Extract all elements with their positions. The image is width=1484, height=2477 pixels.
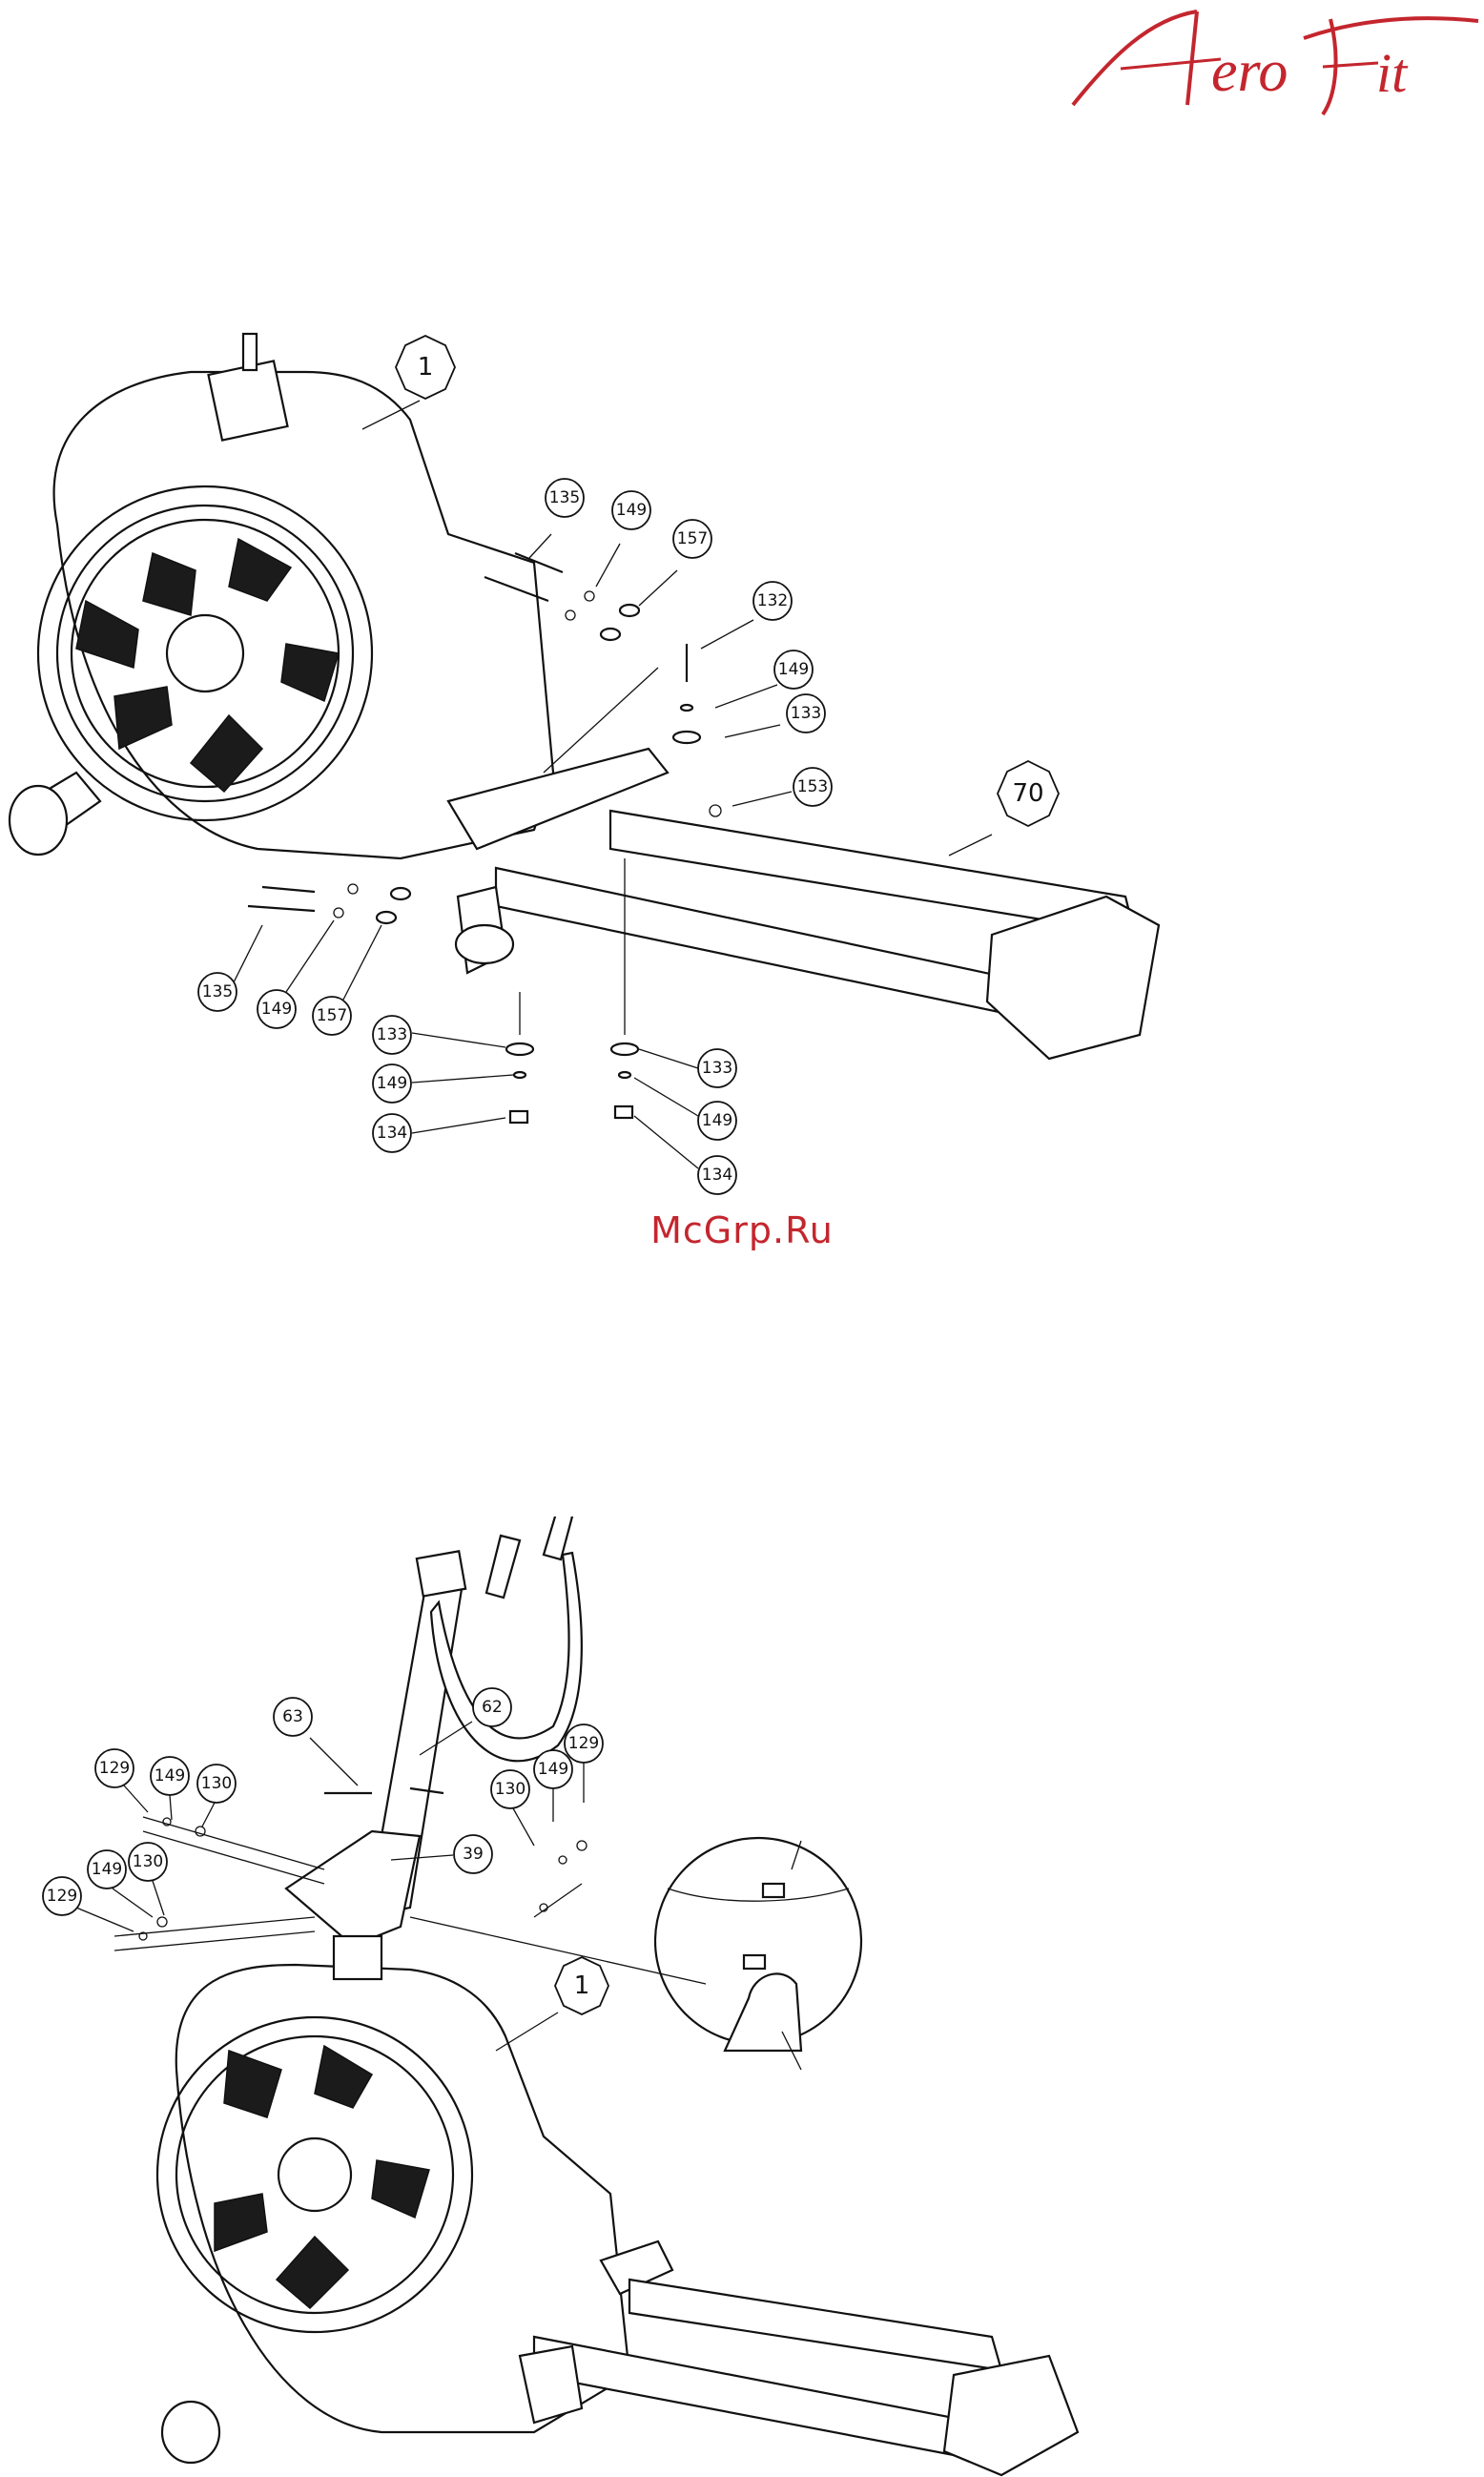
callout-text: 149 <box>155 1766 185 1786</box>
callout-133-bottom-right: 133 <box>639 1049 736 1087</box>
callout-132: 132 <box>701 582 792 649</box>
bottom-exploded-diagram: 63 62 39 129 149 130 <box>0 1517 1484 2477</box>
flywheel-housing <box>10 334 553 858</box>
callout-text: 134 <box>377 1124 407 1143</box>
callout-149-bottom-left: 149 <box>373 1064 513 1103</box>
callout-text: 149 <box>377 1074 407 1093</box>
callout-153: 153 <box>732 768 832 806</box>
callout-133-bottom-left: 133 <box>373 1016 505 1054</box>
callout-text: 149 <box>538 1760 568 1779</box>
callout-text: 133 <box>702 1059 732 1078</box>
callout-text: 153 <box>797 777 828 796</box>
callout-text: 1 <box>418 353 434 382</box>
callout-part-70: 70 <box>949 761 1059 856</box>
callout-text: 133 <box>791 704 821 723</box>
callout-text: 62 <box>482 1698 503 1717</box>
callout-text: 1 <box>574 1971 590 2000</box>
callout-149-a: 149 <box>151 1757 189 1820</box>
svg-text:it: it <box>1376 42 1409 104</box>
top-exploded-diagram: 1 70 135 149 157 132 <box>0 315 1484 1230</box>
svg-text:ero: ero <box>1211 39 1288 104</box>
aerofit-logo: ero it <box>1054 0 1484 134</box>
callout-text: 70 <box>1012 779 1043 808</box>
callout-text: 149 <box>616 501 647 520</box>
callout-149-top: 149 <box>596 491 650 587</box>
callout-129-b: 129 <box>43 1877 134 1931</box>
watermark-text: McGrp.Ru <box>0 1209 1484 1251</box>
callout-part-1-bottom: 1 <box>496 1957 608 2051</box>
callout-157-top: 157 <box>639 520 711 606</box>
callout-text: 157 <box>317 1006 347 1025</box>
callout-text: 129 <box>47 1887 77 1906</box>
callout-63: 63 <box>274 1698 358 1786</box>
callout-text: 129 <box>568 1734 599 1753</box>
callout-text: 129 <box>99 1759 130 1778</box>
callout-text: 130 <box>201 1774 232 1793</box>
callout-text: 149 <box>702 1111 732 1130</box>
callout-text: 157 <box>677 529 708 548</box>
callout-text: 133 <box>377 1025 407 1044</box>
handlebar-post <box>286 1517 582 1946</box>
callout-149-c: 149 <box>534 1750 572 1822</box>
callout-129-a: 129 <box>95 1749 148 1812</box>
callout-130-a: 130 <box>197 1765 236 1827</box>
callout-text: 130 <box>495 1780 526 1799</box>
callout-text: 149 <box>92 1860 122 1879</box>
callout-135-left: 135 <box>198 925 262 1011</box>
callout-text: 39 <box>463 1845 484 1864</box>
callout-text: 134 <box>702 1166 732 1185</box>
callout-text: 135 <box>549 488 580 507</box>
callout-text: 130 <box>133 1852 163 1871</box>
callout-text: 135 <box>202 982 233 1001</box>
callout-134-bottom-left: 134 <box>373 1114 505 1152</box>
callout-text: 149 <box>261 1000 292 1019</box>
callout-157-left: 157 <box>313 925 381 1035</box>
callout-text: 63 <box>282 1707 303 1726</box>
callout-133-right: 133 <box>725 694 825 737</box>
callout-135-top: 135 <box>529 479 584 558</box>
callout-text: 149 <box>778 660 809 679</box>
callout-text: 132 <box>757 591 788 610</box>
callout-130-c: 130 <box>491 1770 534 1846</box>
